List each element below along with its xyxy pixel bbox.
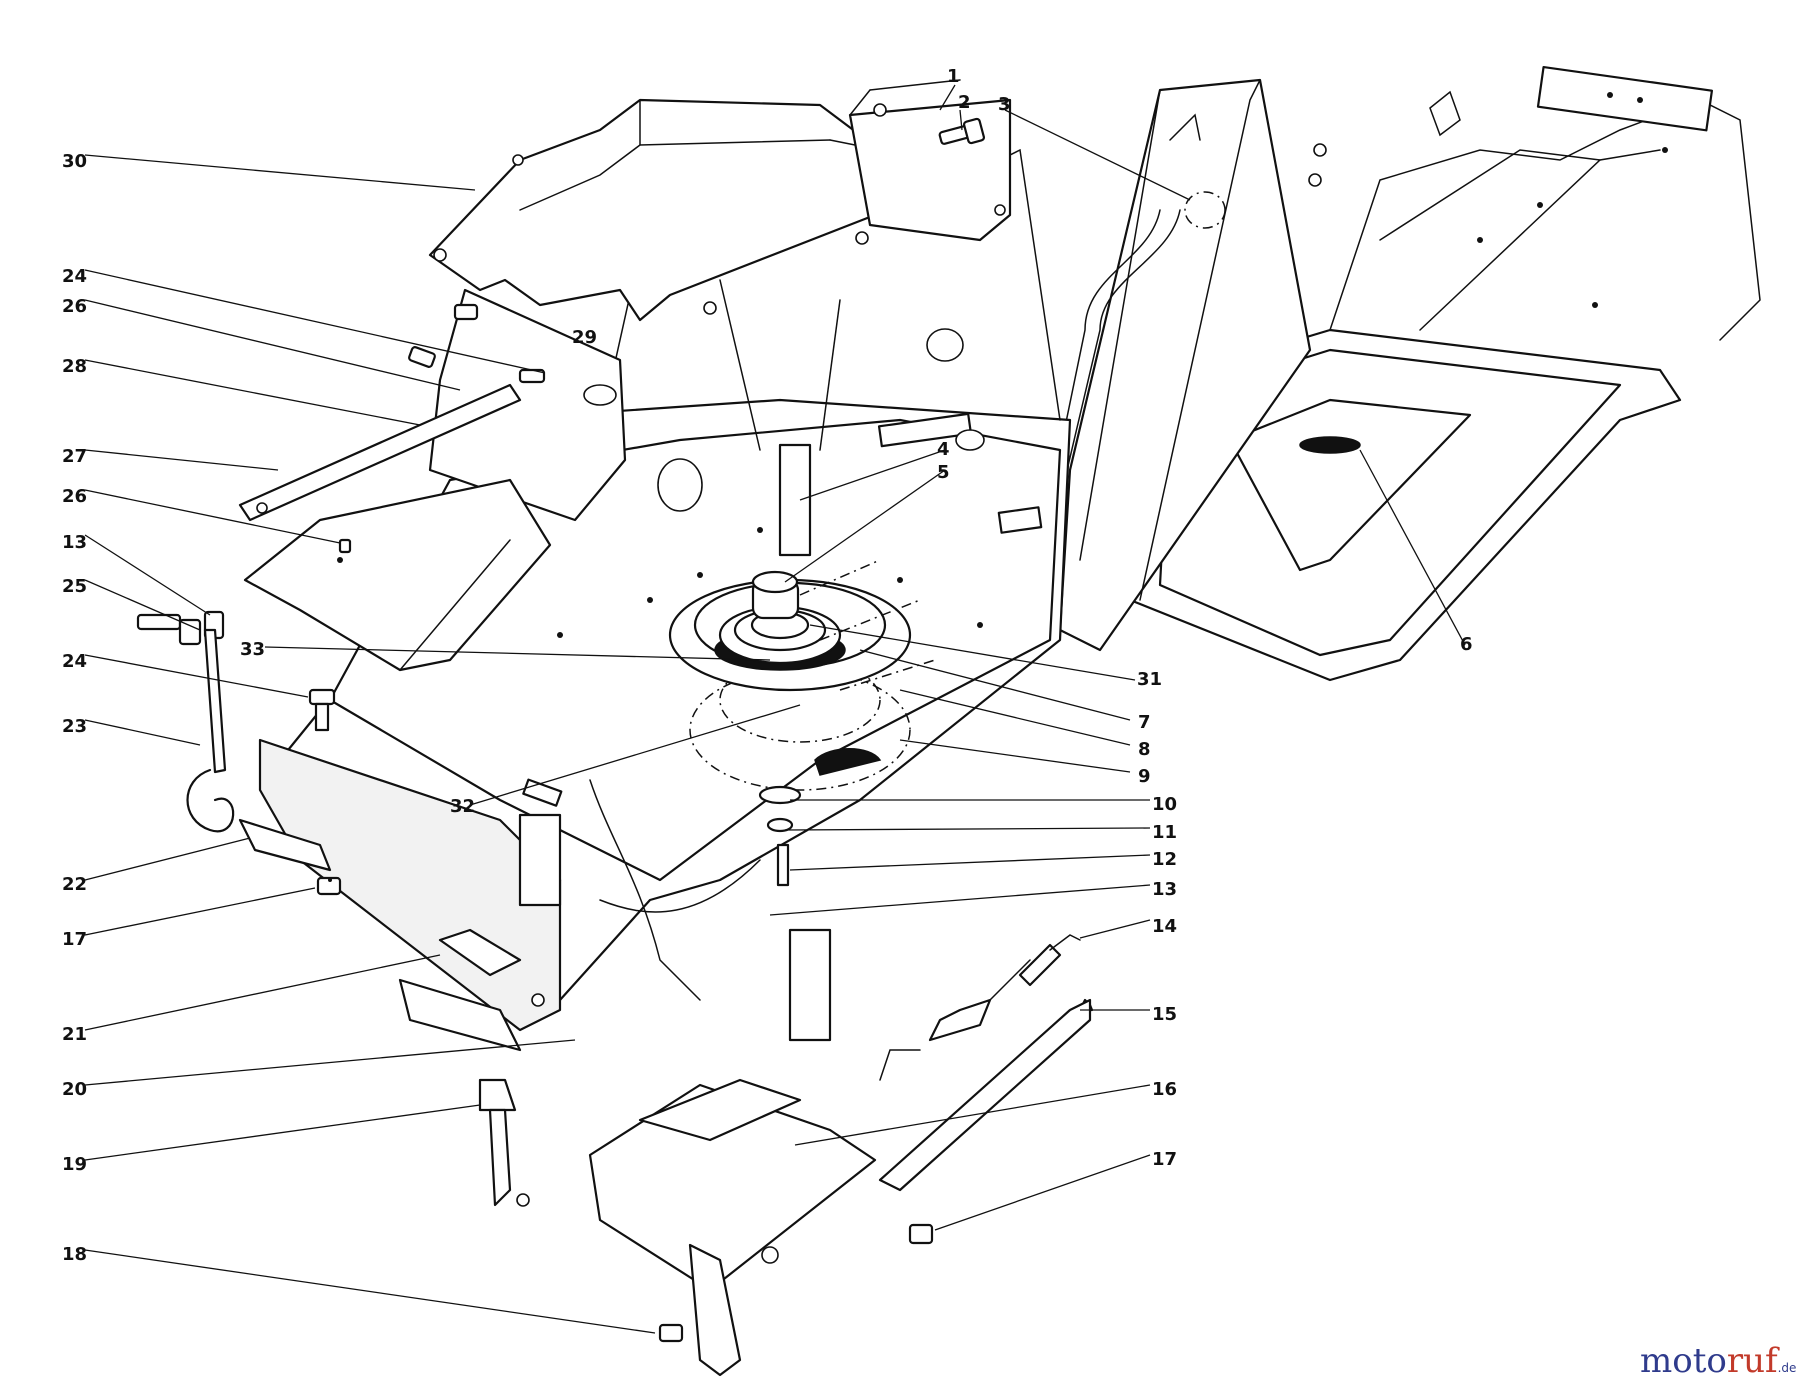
bracket-upper <box>848 79 1012 242</box>
callout-9: 9 <box>1138 766 1151 787</box>
callout-16: 16 <box>1152 1079 1177 1100</box>
callout-31: 31 <box>1137 669 1162 690</box>
pulley-assembly <box>668 559 936 887</box>
callout-labels: 1 2 3 4 5 6 7 8 9 10 11 12 13 14 15 16 1… <box>62 66 1473 1265</box>
callout-29: 29 <box>572 327 597 348</box>
callout-30: 30 <box>62 151 87 172</box>
svg-text:motoruf.de: motoruf.de <box>1640 1341 1796 1381</box>
pedal-bracket <box>478 1078 877 1377</box>
frame-right <box>1128 65 1761 682</box>
shroud-lower <box>243 478 552 672</box>
callout-18: 18 <box>62 1244 87 1265</box>
callout-14: 14 <box>1152 916 1177 937</box>
callout-21: 21 <box>62 1024 87 1045</box>
callout-5: 5 <box>937 462 950 483</box>
callout-15: 15 <box>1152 1004 1177 1025</box>
plate-part-29 <box>428 288 627 522</box>
callout-1: 1 <box>947 66 960 87</box>
callout-8: 8 <box>1138 739 1151 760</box>
watermark-moto: moto <box>1640 1341 1727 1381</box>
callout-20: 20 <box>62 1079 87 1100</box>
callout-7: 7 <box>1138 712 1151 733</box>
callout-27: 27 <box>62 446 87 467</box>
callout-32: 32 <box>450 796 475 817</box>
callout-33: 33 <box>240 639 265 660</box>
callout-2: 2 <box>958 92 971 113</box>
callout-28: 28 <box>62 356 87 377</box>
watermark-logo: motoruf.de <box>1640 1341 1796 1381</box>
bolt-part-2 <box>938 117 986 145</box>
steering-column <box>1049 78 1327 652</box>
shroud-upper <box>428 98 882 322</box>
callout-13-right: 13 <box>1152 879 1177 900</box>
callout-10: 10 <box>1152 794 1177 815</box>
bracket-part-21 <box>398 928 545 1052</box>
watermark-de: .de <box>1778 1361 1797 1375</box>
callout-22: 22 <box>62 874 87 895</box>
callout-4: 4 <box>937 439 950 460</box>
callout-25: 25 <box>62 576 87 597</box>
callout-23: 23 <box>62 716 87 737</box>
callout-24-upper: 24 <box>62 266 87 287</box>
callout-3: 3 <box>998 94 1011 115</box>
callout-17-left: 17 <box>62 929 87 950</box>
callout-26-upper: 26 <box>62 296 87 317</box>
callout-12: 12 <box>1152 849 1177 870</box>
callout-11: 11 <box>1152 822 1177 843</box>
small-hardware <box>338 303 546 554</box>
left-linkage <box>136 610 342 896</box>
callout-6: 6 <box>1460 634 1473 655</box>
leader-lines <box>84 84 1466 1334</box>
callout-17-right: 17 <box>1152 1149 1177 1170</box>
callout-24-lower: 24 <box>62 651 87 672</box>
callout-26-lower: 26 <box>62 486 87 507</box>
callout-13-left: 13 <box>62 532 87 553</box>
watermark-ruf: ruf <box>1727 1341 1780 1381</box>
callout-19: 19 <box>62 1154 87 1175</box>
